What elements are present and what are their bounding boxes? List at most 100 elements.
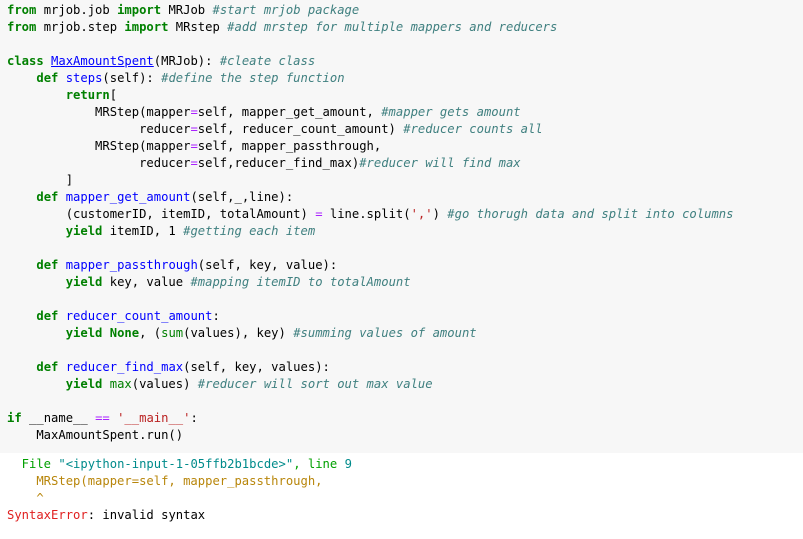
code-line: ] xyxy=(7,172,733,189)
code-token: ) xyxy=(432,207,448,221)
code-token: __name__ xyxy=(21,411,96,425)
code-token: sum xyxy=(161,326,184,340)
traceback-file-line: File "<ipython-input-1-05ffb2b1bcde>", l… xyxy=(7,456,352,473)
traceback-file-label: File xyxy=(7,457,59,471)
code-line: def steps(self): #define the step functi… xyxy=(7,70,733,87)
code-line: yield max(values) #reducer will sort out… xyxy=(7,376,733,393)
code-token: MaxAmountSpent.run() xyxy=(7,428,184,442)
code-token xyxy=(7,377,66,391)
code-token: #add mrstep for multiple mappers and red… xyxy=(227,20,558,34)
code-token: = xyxy=(190,105,198,119)
code-line: from mrjob.step import MRstep #add mrste… xyxy=(7,19,733,36)
code-token: : xyxy=(212,309,220,323)
error-separator: : xyxy=(87,508,103,522)
code-token: def xyxy=(36,360,59,374)
code-token: , ( xyxy=(139,326,162,340)
code-token: #reducer will find max xyxy=(359,156,521,170)
code-token xyxy=(110,411,117,425)
code-line: def mapper_passthrough(self, key, value)… xyxy=(7,257,733,274)
code-token: max xyxy=(109,377,132,391)
code-token: return xyxy=(65,88,110,102)
code-token xyxy=(58,71,65,85)
code-token: [ xyxy=(109,88,118,102)
code-line: MRStep(mapper=self, mapper_passthrough, xyxy=(7,138,733,155)
code-token xyxy=(58,309,65,323)
code-token: MRstep xyxy=(168,20,228,34)
code-token xyxy=(102,377,109,391)
code-token: ',' xyxy=(410,207,433,221)
code-token: yield xyxy=(65,326,103,340)
code-token: class xyxy=(7,54,44,68)
code-token: def xyxy=(36,258,59,272)
code-line xyxy=(7,240,733,257)
code-token xyxy=(7,275,66,289)
code-line: MaxAmountSpent.run() xyxy=(7,427,733,444)
code-line: def reducer_count_amount: xyxy=(7,308,733,325)
code-token: None xyxy=(109,326,140,340)
code-token: from xyxy=(7,3,37,17)
code-token xyxy=(58,190,65,204)
code-token: self,reducer_find_max) xyxy=(197,156,360,170)
code-token: MRJob xyxy=(161,3,213,17)
code-editor[interactable]: from mrjob.job import MRJob #start mrjob… xyxy=(7,2,733,444)
code-token: MaxAmountSpent xyxy=(51,54,154,68)
code-token: == xyxy=(95,411,110,425)
code-token: mapper_get_amount xyxy=(65,190,191,204)
code-token xyxy=(7,88,66,102)
code-token: def xyxy=(36,71,59,85)
code-token: from xyxy=(7,20,37,34)
code-token: mapper_passthrough xyxy=(65,258,198,272)
code-token: #summing values of amount xyxy=(293,326,477,340)
code-line: yield None, (sum(values), key) #summing … xyxy=(7,325,733,342)
traceback-line-label: , line xyxy=(293,457,345,471)
code-line: class MaxAmountSpent(MRJob): #cleate cla… xyxy=(7,53,733,70)
code-token: #cleate class xyxy=(219,54,316,68)
cell-output: File "<ipython-input-1-05ffb2b1bcde>", l… xyxy=(7,456,352,524)
code-line xyxy=(7,291,733,308)
code-line xyxy=(7,393,733,410)
code-token: self, mapper_get_amount, xyxy=(197,105,382,119)
code-token xyxy=(7,190,36,204)
code-line: yield itemID, 1 #getting each item xyxy=(7,223,733,240)
code-token: reducer xyxy=(7,156,191,170)
code-line xyxy=(7,342,733,359)
code-token xyxy=(7,360,36,374)
code-token: if xyxy=(7,411,22,425)
code-line: reducer=self, reducer_count_amount) #red… xyxy=(7,121,733,138)
code-token: (values) xyxy=(131,377,198,391)
error-type: SyntaxError xyxy=(7,508,88,522)
code-token: reducer xyxy=(7,122,191,136)
code-line: if __name__ == '__main__': xyxy=(7,410,733,427)
code-token: import xyxy=(124,20,169,34)
code-token: (self): xyxy=(102,71,162,85)
code-cell[interactable]: from mrjob.job import MRJob #start mrjob… xyxy=(0,0,803,453)
code-token: (self, key, values): xyxy=(183,360,330,374)
code-line: return[ xyxy=(7,87,733,104)
code-token xyxy=(58,258,65,272)
code-token: itemID, 1 xyxy=(102,224,184,238)
code-line: MRStep(mapper=self, mapper_get_amount, #… xyxy=(7,104,733,121)
code-token: yield xyxy=(65,377,103,391)
code-token: = xyxy=(190,139,198,153)
traceback-caret: ^ xyxy=(7,491,44,505)
code-token xyxy=(7,224,66,238)
code-line: (customerID, itemID, totalAmount) = line… xyxy=(7,206,734,223)
code-line xyxy=(7,36,733,53)
code-token: '__main__' xyxy=(117,411,191,425)
code-token xyxy=(58,360,65,374)
code-line: def reducer_find_max(self, key, values): xyxy=(7,359,733,376)
code-token: #mapper gets amount xyxy=(381,105,521,119)
code-line: reducer=self,reducer_find_max)#reducer w… xyxy=(7,155,733,172)
code-token xyxy=(7,71,36,85)
code-token: #go thorugh data and split into columns xyxy=(447,207,734,221)
code-line: yield key, value #mapping itemID to tota… xyxy=(7,274,733,291)
code-token: key, value xyxy=(102,275,191,289)
code-token: #getting each item xyxy=(183,224,316,238)
code-token: = xyxy=(190,122,198,136)
code-token: mrjob.job xyxy=(36,3,118,17)
code-token: reducer_count_amount xyxy=(65,309,213,323)
code-token: #mapping itemID to totalAmount xyxy=(190,275,411,289)
code-token: def xyxy=(36,309,59,323)
code-token: MRStep(mapper xyxy=(7,105,191,119)
traceback-file-name: "<ipython-input-1-05ffb2b1bcde>" xyxy=(58,457,294,471)
